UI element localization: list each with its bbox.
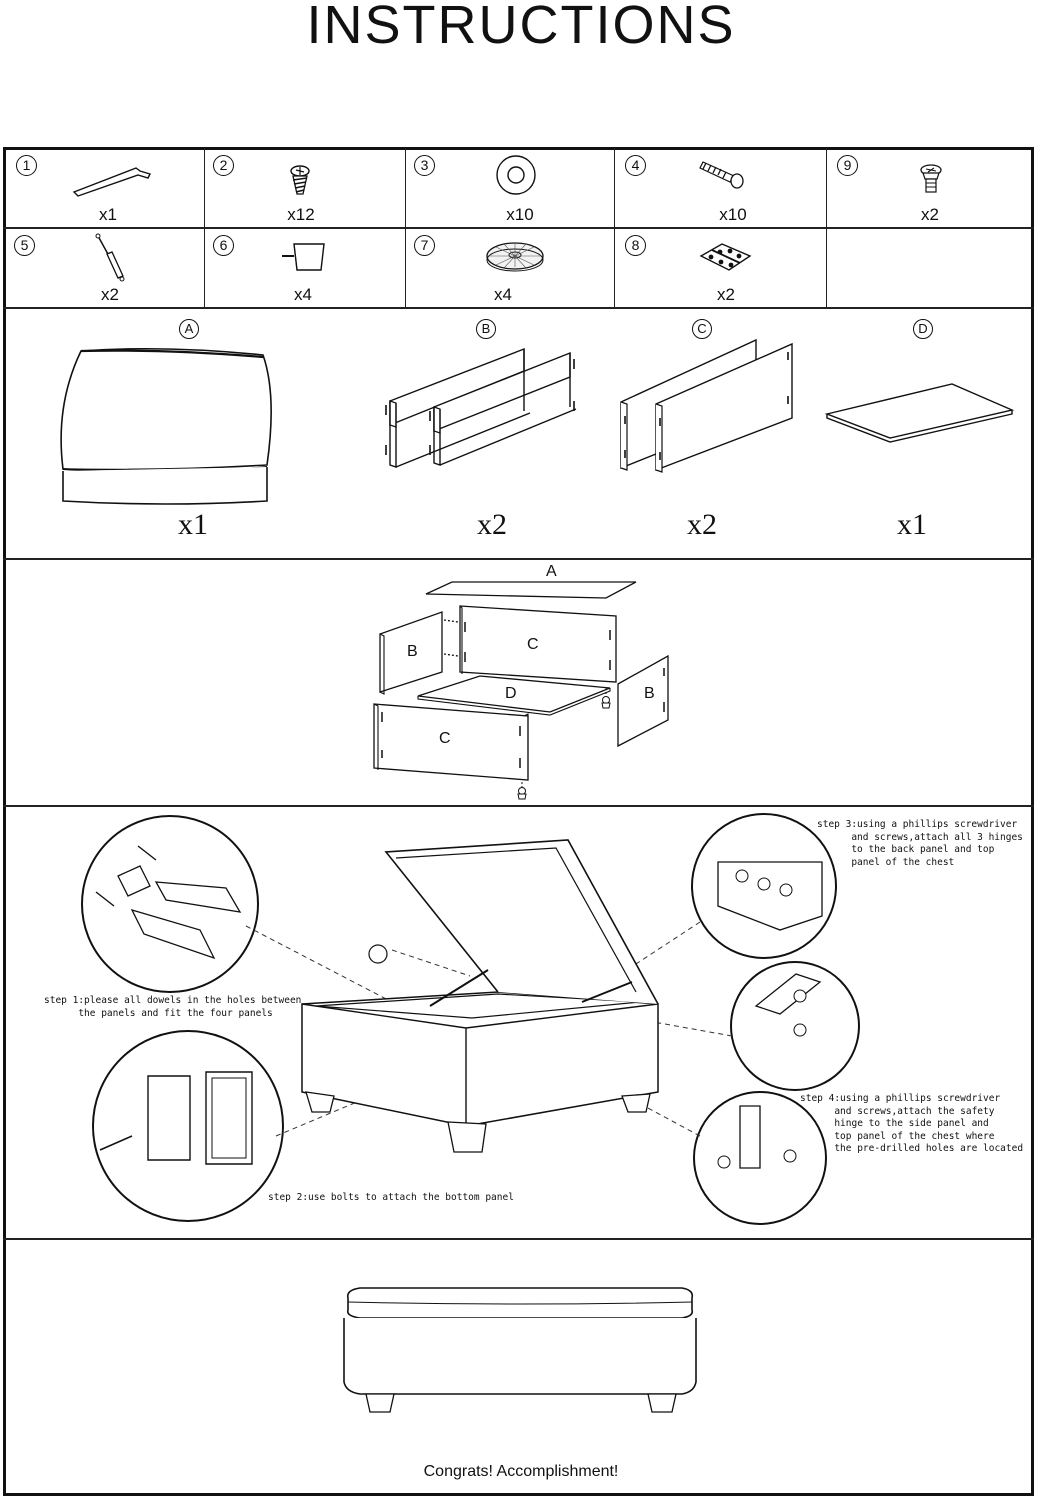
leg-icon <box>282 243 325 271</box>
part-number: 6 <box>213 235 234 256</box>
exploded-label-a: A <box>546 563 557 580</box>
part-number: 1 <box>16 155 37 176</box>
part-number: 5 <box>14 235 35 256</box>
step-4-text: step 4:using a phillips screwdriver and … <box>800 1093 1024 1155</box>
divider <box>3 805 1034 807</box>
exploded-label-c-back: C <box>527 636 539 653</box>
divider <box>614 148 615 307</box>
part-qty: x2 <box>921 205 939 224</box>
part-qty: x1 <box>99 205 117 224</box>
part-number: 7 <box>414 235 435 256</box>
part-qty: x2 <box>101 285 119 304</box>
step-1-text: step 1:please all dowels in the holes be… <box>44 995 302 1019</box>
page-title: INSTRUCTIONS <box>306 0 736 55</box>
panel-qty: x2 <box>687 508 717 541</box>
screw-icon <box>290 165 310 195</box>
side-panels-icon <box>385 347 577 468</box>
congrats-message: Congrats! Accomplishment! <box>423 1463 619 1480</box>
short-bolt-icon <box>920 164 942 193</box>
washer-icon <box>496 155 536 195</box>
panel-letter: A <box>179 319 199 339</box>
panel-qty: x1 <box>178 508 208 541</box>
divider <box>3 227 1034 229</box>
divider <box>3 1238 1034 1240</box>
panel-qty: x2 <box>477 508 507 541</box>
part-qty: x4 <box>494 285 512 304</box>
part-number: 2 <box>213 155 234 176</box>
exploded-label-c-front: C <box>439 730 451 747</box>
divider <box>3 307 1034 309</box>
step-2-text: step 2:use bolts to attach the bottom pa… <box>268 1192 514 1203</box>
bolt-icon <box>699 161 744 189</box>
part-qty: x10 <box>506 205 534 224</box>
gas-strut-icon <box>95 233 125 282</box>
bottom-panel-icon <box>824 383 1015 443</box>
part-number: 3 <box>414 155 435 176</box>
panel-letter: C <box>692 319 712 339</box>
step-3-text: step 3:using a phillips screwdriver and … <box>817 819 1023 868</box>
part-number: 4 <box>625 155 646 176</box>
part-qty: x12 <box>287 205 315 224</box>
hinge-icon <box>699 243 752 271</box>
allen-key-icon <box>72 167 151 197</box>
part-number: 8 <box>625 235 646 256</box>
exploded-label-d: D <box>505 685 517 702</box>
instructions-frame <box>3 147 1034 1496</box>
part-qty: x2 <box>717 285 735 304</box>
exploded-assembly-diagram <box>373 581 669 800</box>
divider <box>826 148 827 307</box>
panel-qty: x1 <box>897 508 927 541</box>
cushion-top-icon <box>60 347 272 505</box>
finished-ottoman-illustration <box>343 1287 697 1413</box>
part-qty: x10 <box>719 205 747 224</box>
part-qty: x4 <box>294 285 312 304</box>
part-number: 9 <box>837 155 858 176</box>
panel-letter: B <box>476 319 496 339</box>
exploded-label-b-left: B <box>407 643 418 660</box>
front-back-panels-icon <box>620 338 793 473</box>
glide-pad-icon <box>486 242 544 272</box>
exploded-label-b-right: B <box>644 685 655 702</box>
panel-letter: D <box>913 319 933 339</box>
divider <box>405 148 406 307</box>
assembly-steps-diagram <box>81 813 860 1225</box>
divider <box>204 148 205 307</box>
divider <box>3 558 1034 560</box>
